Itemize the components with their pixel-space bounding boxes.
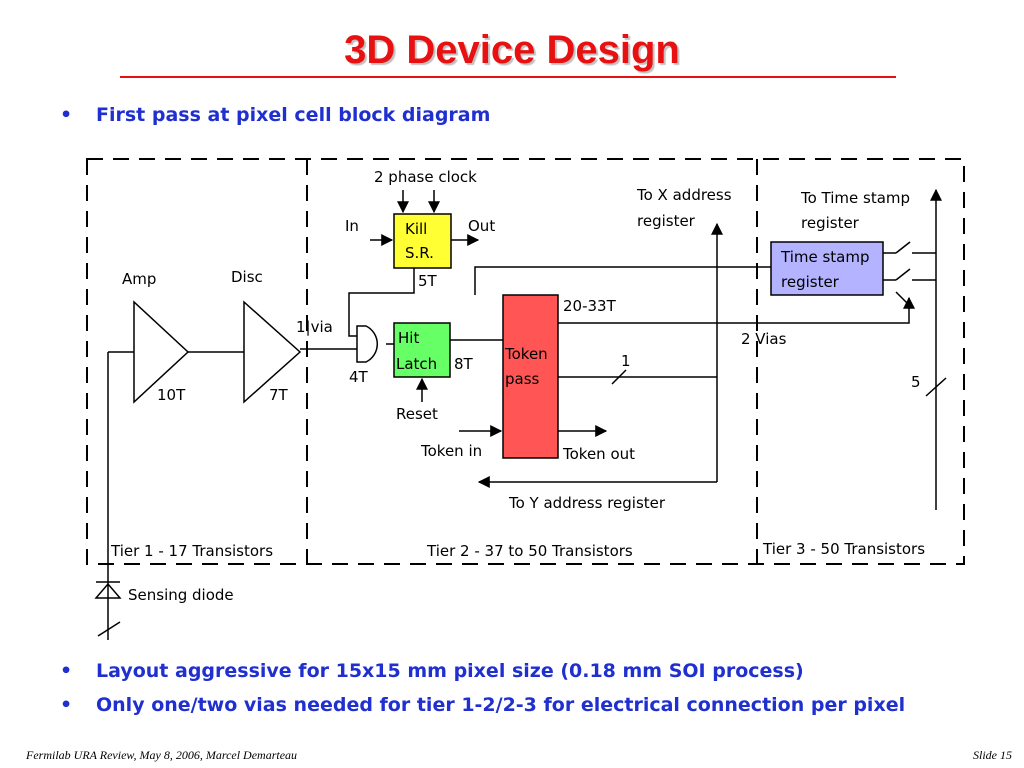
x-address-line2: register (637, 212, 696, 230)
y-address-label: To Y address register (508, 494, 666, 512)
token-pass-count: 20-33T (563, 297, 617, 315)
sensing-diode-group (94, 351, 136, 640)
slide-title: 3D Device Design (344, 28, 680, 72)
two-vias-arrow (558, 296, 915, 324)
disc-label: Disc (231, 268, 263, 286)
tier-1-label: Tier 1 - 17 Transistors (110, 542, 273, 560)
kill-sr-line2: S.R. (405, 244, 434, 262)
bullet-dot: • (60, 694, 73, 716)
kill-to-timestamp-wire (474, 266, 771, 295)
bus-1-label: 1 (621, 352, 631, 370)
x-address-line1: To X address (636, 186, 732, 204)
two-vias-label: 2 Vias (741, 330, 787, 348)
time-stamp-block (770, 241, 884, 296)
bullet-1: • First pass at pixel cell block diagram (60, 104, 490, 126)
amp-label: Amp (122, 270, 156, 288)
token-pass-line1: Token (504, 345, 548, 363)
tier-3-label: Tier 3 - 50 Transistors (762, 540, 925, 558)
time-stamp-target-line2: register (801, 214, 860, 232)
title-underline (120, 76, 896, 78)
kill-in-label: In (345, 217, 359, 235)
and-gate-count: 4T (349, 368, 369, 386)
token-in-label: Token in (420, 442, 482, 460)
token-pass-block (502, 294, 559, 459)
bus-1-slash (611, 369, 627, 385)
via-label: 1|via (296, 318, 333, 336)
kill-sr-line1: Kill (405, 220, 427, 238)
amp-triangle (133, 300, 190, 404)
and-gate (356, 325, 378, 363)
diode-symbol (94, 581, 122, 599)
bullet-3: • Only one/two vias needed for tier 1-2/2… (60, 694, 905, 716)
disc-triangle (243, 300, 302, 404)
kill-to-gate-wire (348, 268, 415, 337)
bullet-3-text: Only one/two vias needed for tier 1-2/2-… (96, 694, 906, 716)
kill-out-label: Out (468, 217, 495, 235)
bullet-dot: • (60, 660, 73, 682)
hit-latch-block (393, 322, 451, 378)
bullet-1-text: First pass at pixel cell block diagram (96, 104, 491, 126)
clock-label: 2 phase clock (374, 168, 477, 186)
outer-frame (86, 158, 965, 565)
tier-frames (86, 158, 965, 565)
hit-latch-count: 8T (454, 355, 474, 373)
token-out-label: Token out (562, 445, 635, 463)
hit-latch-line2: Latch (396, 355, 437, 373)
time-stamp-line1: Time stamp (780, 248, 870, 266)
amp-count: 10T (157, 386, 186, 404)
tier-2-label: Tier 2 - 37 to 50 Transistors (426, 542, 633, 560)
bullet-2: • Layout aggressive for 15x15 mm pixel si… (60, 660, 804, 682)
token-pass-line2: pass (505, 370, 540, 388)
slide-number: Slide 15 (973, 748, 1012, 762)
footer-left: Fermilab URA Review, May 8, 2006, Marcel… (26, 748, 298, 762)
bullet-dot: • (60, 104, 73, 126)
diode-ground-slash (97, 621, 121, 637)
bullet-2-text: Layout aggressive for 15x15 mm pixel siz… (96, 660, 804, 682)
timestamp-switches (883, 241, 936, 307)
time-stamp-target-line1: To Time stamp (800, 189, 910, 207)
kill-sr-count: 5T (418, 272, 438, 290)
time-stamp-line2: register (781, 273, 840, 291)
kill-sr-block (393, 213, 452, 269)
sensing-diode-label: Sensing diode (128, 586, 234, 604)
bus-5-slash (925, 377, 947, 397)
reset-label: Reset (396, 405, 438, 423)
hit-latch-line1: Hit (398, 329, 419, 347)
bus-5-label: 5 (911, 373, 921, 391)
disc-count: 7T (269, 386, 289, 404)
